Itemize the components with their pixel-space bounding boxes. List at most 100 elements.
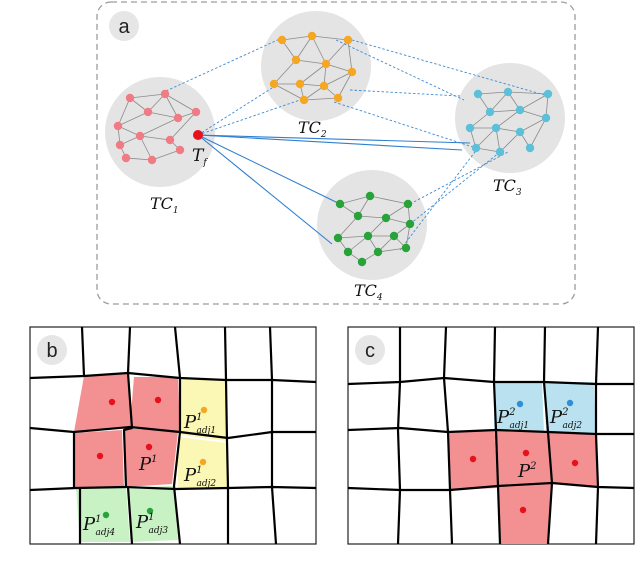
label-p1: P1 — [138, 454, 158, 475]
cell-red — [130, 377, 180, 432]
panel-a: a Tf TC1 T — [96, 1, 576, 305]
graph-node — [321, 59, 331, 69]
graph-node — [165, 135, 175, 145]
graph-edge — [357, 215, 387, 219]
cluster-tc2-disk — [261, 11, 371, 121]
graph-node — [357, 257, 367, 267]
panel-c-label: c — [365, 340, 375, 362]
graph-node — [143, 107, 153, 117]
graph-node — [121, 153, 131, 163]
graph-edge — [295, 59, 327, 65]
cell-centroid — [102, 511, 110, 519]
panel-b-label: b — [46, 340, 57, 362]
graph-edge — [475, 127, 497, 149]
graph-edge — [311, 35, 349, 41]
cell-centroid — [469, 455, 477, 463]
cluster-tc2-graph — [269, 31, 357, 105]
panel-a-badge — [109, 11, 139, 41]
graph-node — [295, 79, 305, 89]
graph-node — [403, 199, 413, 209]
graph-edge — [337, 215, 359, 239]
graph-node — [515, 127, 525, 137]
graph-node — [269, 79, 279, 89]
graph-node — [277, 35, 287, 45]
graph-edge — [507, 91, 549, 95]
graph-edge — [117, 111, 149, 127]
cell-centroid — [154, 396, 162, 404]
panel-c-cell-boundaries — [347, 326, 635, 545]
graph-edge — [295, 35, 313, 61]
cell-center-p2 — [494, 430, 552, 486]
graph-node — [485, 107, 495, 117]
focus-cell-label: Tf — [192, 146, 208, 168]
graph-edge — [273, 83, 305, 101]
graph-node — [291, 55, 301, 65]
cell-centroid — [571, 459, 579, 467]
graph-edge — [303, 97, 339, 101]
graph-edge — [347, 235, 369, 253]
cell-centroid — [516, 400, 524, 408]
cell-centroid — [145, 443, 153, 451]
graph-node — [333, 93, 343, 103]
graph-node — [343, 35, 353, 45]
graph-node — [353, 211, 363, 221]
graph-node — [389, 231, 399, 241]
graph-node — [363, 231, 373, 241]
cell-centroid — [519, 506, 527, 514]
cluster-tc3-graph — [465, 87, 553, 157]
graph-node — [335, 199, 345, 209]
graph-node — [125, 93, 135, 103]
graph-node — [160, 89, 170, 99]
cell-centroid — [199, 458, 207, 466]
graph-node — [473, 89, 483, 99]
graph-node — [543, 89, 553, 99]
graph-node — [147, 155, 157, 165]
cluster-tc1-graph — [113, 89, 201, 165]
graph-edge — [377, 247, 407, 253]
cell-centroid — [566, 399, 574, 407]
graph-edge — [489, 91, 509, 113]
graph-node — [173, 113, 183, 123]
graph-edge — [369, 195, 409, 205]
graph-edge — [139, 117, 179, 137]
graph-edge — [489, 109, 521, 113]
graph-edge — [325, 39, 349, 65]
cell-red — [498, 482, 552, 544]
cluster-tc4-graph — [333, 191, 415, 267]
cluster-tc3-disk — [455, 63, 565, 173]
cell-center-p1 — [124, 428, 178, 487]
cell-centroid — [96, 452, 104, 460]
graph-edge — [139, 135, 153, 161]
graph-node — [373, 247, 383, 257]
graph-node — [347, 67, 357, 77]
graph-edge — [325, 63, 353, 73]
graph-edge — [385, 203, 409, 219]
cell-red — [548, 432, 598, 487]
cell-centroid — [522, 449, 530, 457]
graph-node — [191, 107, 201, 117]
graph-node — [319, 81, 329, 91]
cell-p2-adj2 — [544, 382, 596, 434]
graph-edge — [139, 135, 171, 141]
graph-node — [495, 147, 505, 157]
graph-node — [503, 87, 513, 97]
graph-node — [465, 123, 475, 133]
graph-edge — [147, 111, 179, 119]
graph-edge — [117, 97, 131, 127]
graph-edge — [299, 63, 327, 85]
graph-edge — [347, 39, 353, 73]
graph-edge — [129, 93, 166, 99]
graph-node — [401, 243, 411, 253]
graph-edge — [273, 59, 297, 85]
graph-node — [333, 233, 343, 243]
cluster-tc3-label: TC3 — [493, 176, 522, 198]
graph-edge — [339, 195, 371, 205]
graph-edge — [367, 217, 387, 237]
cell-centroid — [146, 507, 154, 515]
